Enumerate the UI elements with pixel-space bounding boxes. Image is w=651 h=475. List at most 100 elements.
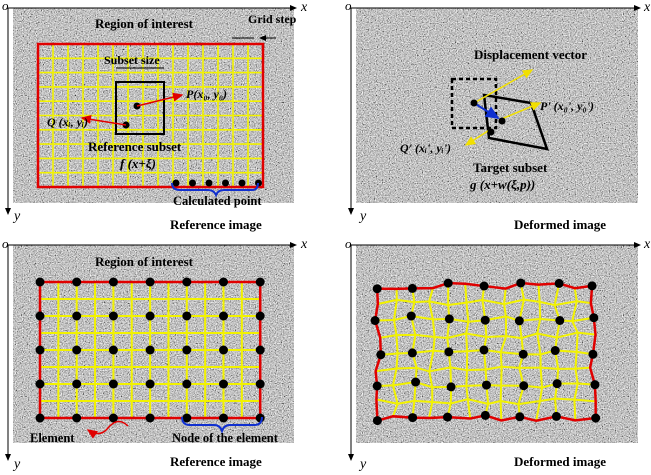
mesh-line (539, 397, 556, 402)
reference-subset-func: f (x+ξ) (120, 156, 156, 171)
mesh-line (499, 352, 503, 367)
mesh-node (589, 313, 599, 323)
mesh-line (415, 333, 435, 339)
mesh-node (182, 379, 192, 389)
target-subset-label: Target subset (473, 160, 548, 175)
mesh-node (108, 413, 118, 423)
mesh-node (182, 413, 192, 423)
x-axis-label: x (300, 0, 308, 15)
mesh-line (429, 366, 451, 373)
mesh-node (145, 413, 155, 423)
mesh-node (72, 413, 82, 423)
mesh-line (556, 331, 578, 339)
roi-label: Region of interest (95, 16, 194, 31)
mesh-node (407, 348, 417, 358)
mesh-node (35, 311, 45, 321)
displacement-arrow (473, 102, 500, 120)
mesh-node (145, 277, 155, 287)
mesh-node (108, 379, 118, 389)
mesh-line (393, 299, 398, 321)
mesh-line (482, 298, 505, 306)
mesh-line (428, 300, 449, 306)
mesh-line (416, 366, 430, 373)
origin-label: o (2, 236, 9, 251)
mesh-node (481, 380, 491, 390)
caption-bottom-left: Reference image (170, 454, 262, 469)
mesh-line (428, 371, 434, 388)
caption-top-left: Reference image (170, 217, 262, 232)
panel-bottom-right: o x y Deformed image (345, 236, 651, 472)
mesh-node (446, 382, 456, 392)
subset-grid (38, 44, 263, 187)
mesh-node (219, 345, 228, 355)
target-subset-box (482, 93, 549, 151)
mesh-line (487, 400, 501, 405)
fe-mesh (35, 277, 265, 423)
mesh-line (393, 319, 398, 336)
mesh-line (465, 385, 469, 400)
mesh-node (255, 311, 265, 321)
calculated-point (172, 179, 180, 187)
mesh-line (465, 370, 468, 386)
mesh-line (391, 368, 398, 386)
mesh-line (501, 365, 520, 369)
mesh-node (554, 278, 564, 288)
mesh-line (375, 367, 397, 373)
mesh-line (521, 332, 538, 340)
mesh-node (182, 277, 192, 287)
point-p-prime (498, 117, 506, 125)
mesh-line (503, 303, 507, 317)
origin-label: o (2, 0, 9, 13)
mesh-node (35, 413, 45, 423)
mesh-line (574, 351, 578, 369)
mesh-line (395, 353, 399, 369)
speckle-image (356, 245, 638, 443)
mesh-node (591, 413, 601, 423)
x-axis-label: x (300, 237, 308, 252)
mesh-line (535, 400, 541, 421)
mesh-node (145, 311, 155, 321)
mesh-node (480, 410, 490, 420)
mesh-node (514, 316, 524, 326)
y-axis-label: y (12, 209, 21, 224)
mesh-line (485, 365, 502, 371)
original-point (470, 99, 478, 107)
mesh-node (372, 416, 382, 426)
calculated-point (238, 179, 246, 187)
arrow-to-p (136, 92, 184, 107)
mesh-node (370, 316, 380, 326)
speckle-image (13, 8, 294, 203)
mesh-node (145, 345, 155, 355)
y-axis-label: y (12, 457, 21, 472)
mesh-line (537, 332, 558, 339)
element-pointer (86, 420, 129, 439)
mesh-node (444, 347, 454, 357)
fe-mesh-deformed (370, 278, 601, 426)
mesh-node (406, 311, 416, 321)
mesh-line (536, 318, 542, 334)
point-p-label: P(x₀, y₀) (186, 87, 227, 101)
mesh-line (518, 400, 541, 406)
mesh-line (503, 288, 507, 305)
point-p-prime-label: P' (x₀', y₀') (540, 99, 594, 113)
mesh-node (479, 281, 489, 291)
mesh-node (219, 379, 228, 389)
mesh-line (555, 397, 575, 401)
arrow-to-q-prime (464, 128, 492, 146)
mesh-line (395, 335, 399, 354)
mesh-line (464, 283, 468, 303)
point-q-prime-label: Q' (xᵢ', yᵢ') (400, 141, 451, 155)
mesh-node (219, 413, 228, 423)
point-q-label: Q (xᵢ, yᵢ) (47, 115, 88, 129)
displacement-vector-label: Displacement vector (474, 47, 587, 62)
reference-subset-label: Reference subset (88, 139, 182, 154)
mesh-line (467, 398, 489, 405)
mesh-node (550, 346, 560, 356)
mesh-line (539, 300, 555, 307)
mesh-line (538, 301, 542, 320)
mesh-line (428, 287, 434, 302)
mesh-node (408, 413, 418, 423)
mesh-node (372, 381, 382, 391)
roi-label: Region of interest (95, 254, 194, 269)
